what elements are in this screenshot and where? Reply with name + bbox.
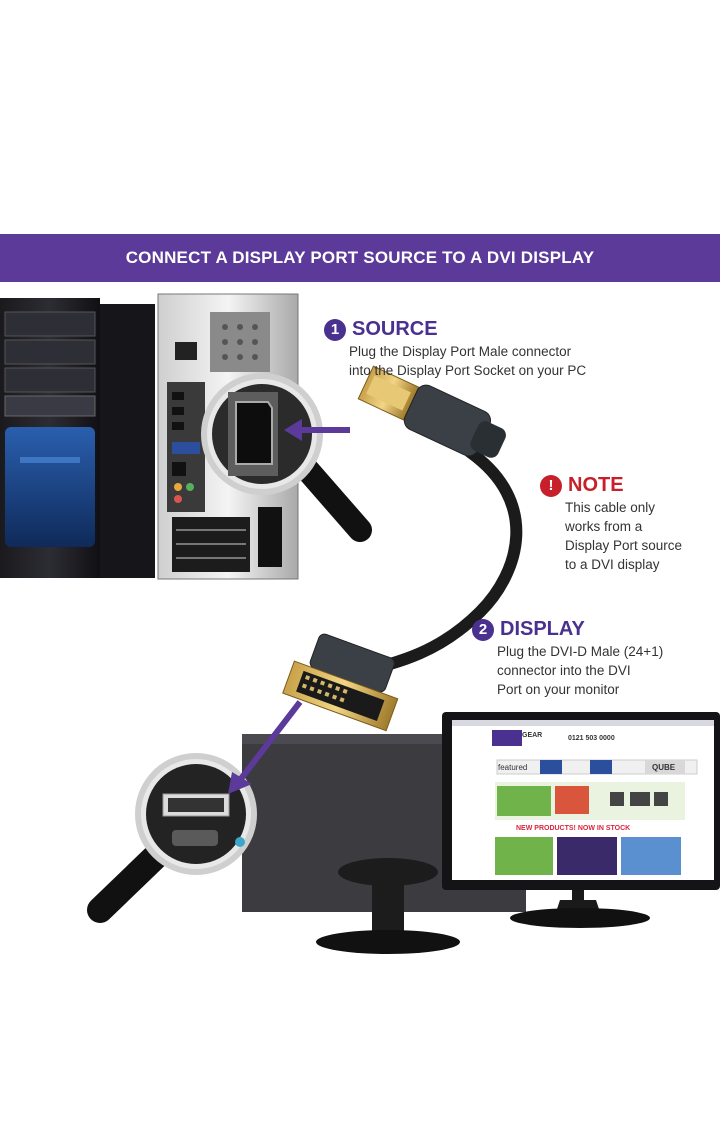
magnifier-dvi-port (87, 753, 257, 923)
source-line-2: into the Display Port Socket on your PC (349, 363, 587, 378)
note-line-1: This cable only (565, 500, 656, 515)
note-icon: ! (540, 474, 562, 497)
banner: CONNECT A DISPLAY PORT SOURCE TO A DVI D… (0, 234, 720, 282)
monitor-featured-text: featured (498, 763, 528, 772)
display-number: 2 (472, 618, 494, 641)
source-title: SOURCE (352, 318, 438, 340)
monitor-front (442, 712, 720, 928)
source-line-1: Plug the Display Port Male connector (349, 344, 572, 359)
illustration-svg (0, 293, 720, 954)
source-heading: 1 SOURCE (324, 318, 438, 341)
cable (354, 446, 523, 678)
display-line-2: connector into the DVI (497, 663, 631, 678)
source-description: Plug the Display Port Male connector int… (349, 342, 586, 380)
monitor-qube-text: QUBE (652, 763, 676, 772)
arrow-to-dvi-port (228, 700, 303, 794)
note-line-2: works from a (565, 519, 643, 534)
display-description: Plug the DVI-D Male (24+1) connector int… (497, 642, 663, 699)
note-line-4: to a DVI display (565, 557, 660, 572)
display-title: DISPLAY (500, 618, 585, 640)
note-heading: ! NOTE (540, 474, 624, 497)
display-heading: 2 DISPLAY (472, 618, 585, 641)
note-description: This cable only works from a Display Por… (565, 498, 682, 574)
note-line-3: Display Port source (565, 538, 683, 553)
banner-title: CONNECT A DISPLAY PORT SOURCE TO A DVI D… (125, 248, 595, 267)
display-line-3: Port on your monitor (497, 682, 620, 697)
displayport-connector (357, 365, 506, 458)
dvi-connector (282, 633, 399, 732)
monitor-new-products-text: NEW PRODUCTS! NOW IN STOCK (516, 825, 631, 832)
magnifier-dp-socket (201, 373, 372, 542)
product-illustration: GEAR 0121 503 0000 featured QUBE NEW PRO… (0, 282, 720, 982)
monitor-phone-text: 0121 503 0000 (568, 735, 615, 742)
display-line-1: Plug the DVI-D Male (24+1) (497, 644, 664, 659)
source-number: 1 (324, 318, 346, 341)
note-title: NOTE (568, 474, 624, 496)
arrow-to-dp-socket (284, 419, 350, 441)
pc-tower-front (0, 298, 155, 578)
monitor-logo-text: GEAR (522, 732, 543, 739)
